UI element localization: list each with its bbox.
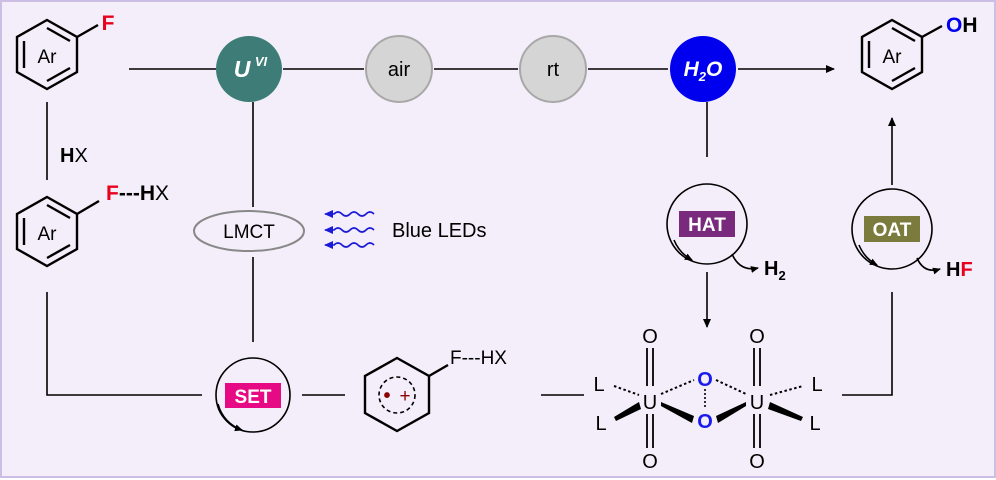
uranium-atom: U bbox=[750, 392, 764, 414]
blue-leds-label: Blue LEDs bbox=[392, 220, 487, 242]
oxo-atom: O bbox=[749, 326, 765, 348]
pathway-lines bbox=[46, 65, 896, 396]
oxo-atom: O bbox=[749, 451, 765, 473]
f-hx-label: F---HX bbox=[450, 348, 507, 369]
oxo-atom: O bbox=[642, 451, 658, 473]
water-label: H2O bbox=[684, 58, 723, 84]
uranyl-peroxo-dimer: U O O U O O O O L L bbox=[593, 326, 822, 473]
oxo-atom: O bbox=[642, 326, 658, 348]
ligand: L bbox=[809, 413, 820, 435]
line-segment bbox=[46, 292, 202, 396]
ring-label: Ar bbox=[883, 47, 903, 68]
hbond-complex: Ar F---HX bbox=[15, 182, 169, 268]
set-step: SET bbox=[215, 357, 291, 433]
peroxo-oxygen: O bbox=[697, 369, 713, 391]
fluorine-label: F bbox=[102, 12, 115, 35]
ring-label: Ar bbox=[38, 47, 58, 68]
f-hx-label: F---HX bbox=[106, 182, 169, 205]
hat-label: HAT bbox=[688, 215, 726, 236]
hat-step: HAT H2 bbox=[666, 183, 786, 283]
peroxo-oxygen: O bbox=[697, 411, 713, 433]
hydroxyl-label: OH bbox=[946, 14, 978, 37]
water-node: H2O bbox=[670, 36, 736, 102]
radical-dot: • bbox=[383, 385, 390, 407]
line-segment bbox=[842, 292, 893, 396]
oat-label: OAT bbox=[873, 220, 912, 241]
set-label: SET bbox=[235, 387, 272, 408]
rt-label: rt bbox=[547, 59, 560, 81]
blue-light-icon bbox=[324, 210, 375, 249]
hx-label: HX bbox=[60, 145, 88, 167]
lmct-label: LMCT bbox=[223, 222, 275, 243]
h2-byproduct: H2 bbox=[764, 258, 786, 283]
cation-plus: + bbox=[399, 386, 410, 407]
oat-step: OAT HF bbox=[851, 188, 973, 281]
oxidation-state: VI bbox=[255, 54, 268, 69]
ring-label: Ar bbox=[38, 224, 58, 245]
rt-node: rt bbox=[519, 35, 587, 103]
air-node: air bbox=[365, 35, 433, 103]
ligand: L bbox=[593, 374, 604, 396]
uranium-atom: U bbox=[643, 392, 657, 414]
air-label: air bbox=[388, 59, 411, 81]
ligand: L bbox=[811, 374, 822, 396]
uranium-node: U VI bbox=[216, 36, 282, 102]
radical-cation: • + F---HX bbox=[363, 348, 507, 433]
lmct-node: LMCT bbox=[193, 210, 305, 252]
ligand: L bbox=[595, 413, 606, 435]
reactant-arene: Ar F bbox=[15, 12, 115, 91]
hf-byproduct: HF bbox=[946, 259, 973, 281]
uranium-symbol: U bbox=[234, 56, 252, 82]
product-phenol: Ar OH bbox=[860, 14, 978, 91]
